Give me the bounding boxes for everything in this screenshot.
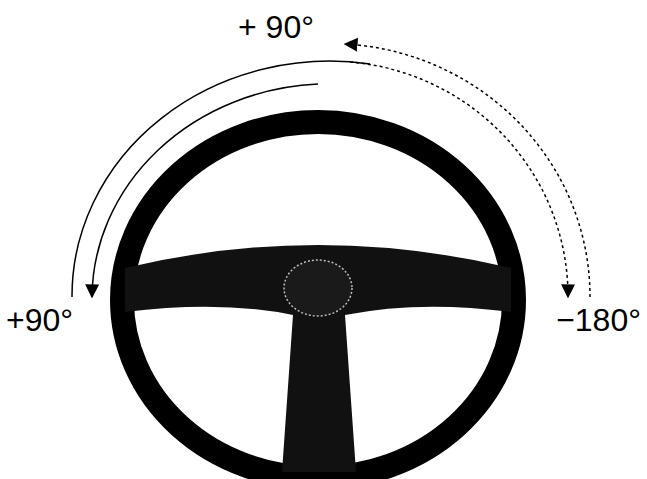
wheel-hub: [284, 260, 352, 316]
angle-label: + 90°: [236, 10, 316, 44]
angle-label: −180°: [554, 303, 643, 337]
wheel-rim: [122, 122, 514, 478]
wheel-spokes: [125, 245, 511, 472]
angle-label: +90°: [4, 303, 75, 337]
